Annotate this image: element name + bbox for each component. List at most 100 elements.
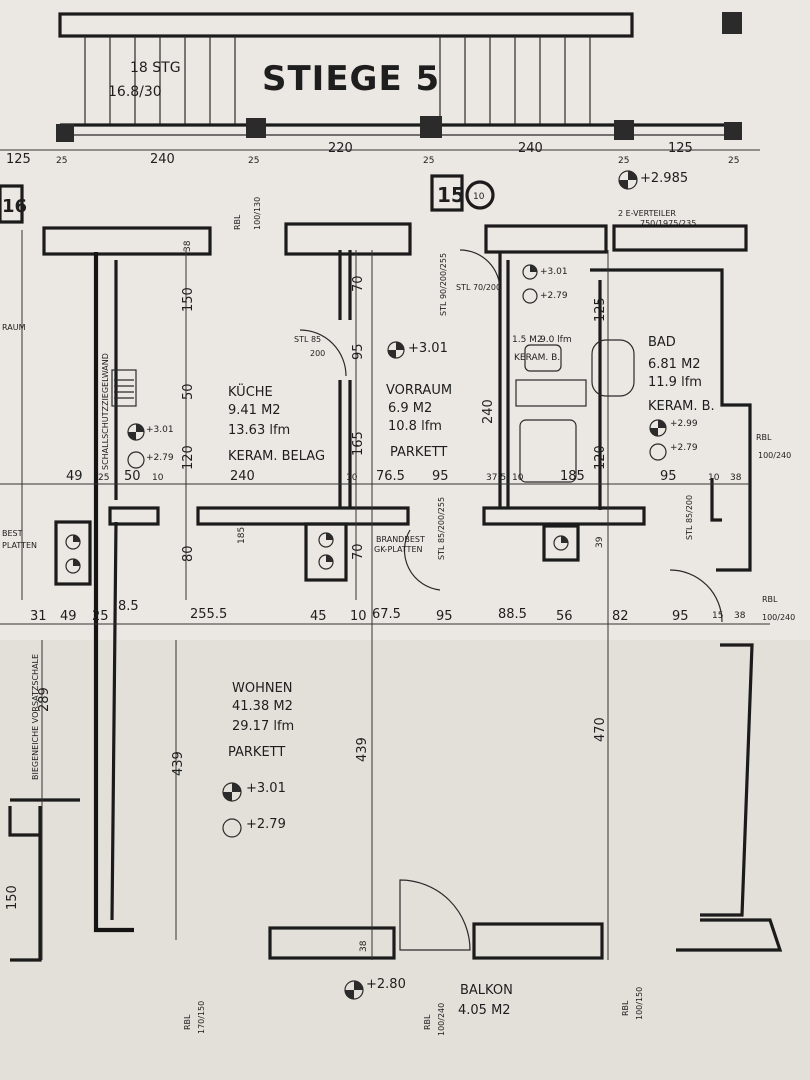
dim: 439 bbox=[355, 737, 370, 762]
neighbor-unit: 16 bbox=[2, 196, 27, 217]
dim: 76.5 bbox=[376, 469, 405, 484]
shower-tray bbox=[519, 419, 577, 483]
dim: 125 bbox=[668, 141, 693, 156]
dim: 25 bbox=[618, 156, 629, 166]
vertical-dimensions: 150 50 120 80 38 185 70 95 165 70 240 12… bbox=[5, 240, 608, 952]
dim: 240 bbox=[481, 399, 496, 424]
dim: 240 bbox=[150, 152, 175, 167]
door-swings bbox=[299, 249, 723, 951]
columns bbox=[56, 12, 742, 142]
dim: 150 bbox=[181, 287, 196, 312]
room-floor: PARKETT bbox=[390, 445, 447, 460]
column bbox=[246, 118, 266, 138]
room-vorraum: VORRAUM 6.9 M2 10.8 lfm PARKETT bbox=[386, 383, 452, 460]
dim: 439 bbox=[171, 751, 186, 776]
dim: 95 bbox=[436, 609, 453, 624]
door-label: STL 85/200/255 bbox=[437, 497, 446, 560]
unit-marker: 10 bbox=[473, 192, 485, 202]
dim: 120 bbox=[181, 445, 196, 470]
room-partial: RAUM bbox=[2, 323, 26, 332]
room-name: KÜCHE bbox=[228, 383, 273, 400]
kitchen-niche bbox=[111, 369, 137, 407]
shaft-right bbox=[542, 524, 580, 562]
washbasin bbox=[591, 339, 635, 397]
door-label: STL 85 bbox=[294, 335, 321, 344]
shaft-mid bbox=[304, 522, 348, 582]
room-floor: PARKETT bbox=[228, 745, 285, 760]
dim: 185 bbox=[560, 469, 585, 484]
unit-markers: 15 10 16 bbox=[0, 174, 495, 224]
dim: 37.5 bbox=[486, 473, 506, 483]
dim: 38 bbox=[734, 611, 746, 621]
dim: 50 bbox=[124, 469, 141, 484]
room-floor: KERAM. B. bbox=[648, 399, 715, 414]
dim: 8.5 bbox=[118, 599, 139, 614]
dim: 15 bbox=[712, 611, 723, 621]
room-perimeter: 11.9 lfm bbox=[648, 375, 702, 390]
dim: 25 bbox=[56, 156, 67, 166]
level-text: +3.01 bbox=[408, 341, 448, 356]
paper-fold-shadow bbox=[0, 640, 810, 1080]
dim: 31 bbox=[30, 609, 47, 624]
room-bad: BAD 6.81 M2 11.9 lfm KERAM. B. bbox=[648, 335, 715, 414]
unit-number-box bbox=[430, 174, 464, 212]
door-label: STL 85/200 bbox=[685, 495, 694, 540]
dim: 49 bbox=[66, 469, 83, 484]
window-label: RBL bbox=[183, 1014, 192, 1030]
room-perimeter: 29.17 lfm bbox=[232, 719, 294, 734]
dim: 88.5 bbox=[498, 607, 527, 622]
window-label: 100/240 bbox=[758, 451, 791, 460]
stair-title: STIEGE 5 bbox=[262, 59, 440, 99]
room-area: 9.41 M2 bbox=[228, 403, 281, 418]
dim: 80 bbox=[181, 545, 196, 562]
column bbox=[56, 124, 74, 142]
opening-labels: STL 85 200 STL 70/200 STL 90/200/255 STL… bbox=[2, 197, 795, 1036]
fixtures bbox=[54, 339, 635, 586]
vertical-dimension-lines bbox=[21, 230, 609, 960]
column bbox=[420, 116, 442, 138]
dim: 240 bbox=[518, 141, 543, 156]
room-area: 4.05 M2 bbox=[458, 1003, 511, 1018]
level-text: +2.79 bbox=[246, 817, 286, 832]
shaft-left bbox=[54, 520, 92, 586]
wall-label: SCHALLSCHUTZZIEGELWAND bbox=[101, 353, 110, 470]
room-name: BALKON bbox=[460, 983, 513, 998]
room-area: 41.38 M2 bbox=[232, 699, 293, 714]
dim: 10 bbox=[152, 473, 164, 483]
room-wohnen: WOHNEN 41.38 M2 29.17 lfm PARKETT bbox=[228, 681, 294, 760]
dim: 289 bbox=[37, 687, 52, 712]
stair-top-wall bbox=[58, 12, 634, 38]
note-partial: PLATTEN bbox=[2, 541, 37, 550]
dim: 240 bbox=[230, 469, 255, 484]
dim: 95 bbox=[432, 469, 449, 484]
door-label: STL 70/200 bbox=[456, 283, 501, 292]
level-markers: +3.01 +3.01 +2.79 +3.01 +2.79 +2.99 +2.7… bbox=[127, 264, 698, 1000]
level-text: +3.01 bbox=[246, 781, 286, 796]
window-label: 100/240 bbox=[762, 613, 795, 622]
dim: 25 bbox=[423, 156, 434, 166]
room-area: 6.81 M2 bbox=[648, 357, 701, 372]
window-label: 100/240 bbox=[437, 1003, 446, 1036]
top-dimensions: 125 25 240 25 220 25 240 25 125 25 bbox=[0, 141, 760, 167]
dim: 38 bbox=[359, 940, 369, 952]
wall-label: BIEGENEICHE VORSATZSCHALE bbox=[31, 654, 40, 780]
window-label: RBL bbox=[423, 1014, 432, 1030]
stair-treads bbox=[84, 36, 591, 125]
neighbor-unit-box bbox=[0, 184, 24, 224]
lower-dimensions: 31 49 25 8.5 255.5 45 10 67.5 95 88.5 56… bbox=[0, 599, 770, 625]
room-area: 1.5 M2 bbox=[512, 335, 543, 345]
toilet bbox=[524, 344, 562, 372]
dim: 39 bbox=[595, 536, 605, 548]
dim: 49 bbox=[60, 609, 77, 624]
stair-ratio: 16.8/30 bbox=[108, 84, 162, 100]
dim: 125 bbox=[593, 297, 608, 322]
room-kueche: KÜCHE 9.41 M2 13.63 lfm KERAM. BELAG bbox=[228, 383, 325, 464]
window-label: RBL bbox=[621, 1000, 630, 1016]
window-label: RBL bbox=[756, 433, 772, 442]
level-text: +2.79 bbox=[540, 291, 568, 301]
stair-steps: 18 STG bbox=[130, 60, 181, 76]
dim: 25 bbox=[92, 609, 109, 624]
dim: 10 bbox=[708, 473, 720, 483]
row-dimensions: 49 25 50 10 240 10 76.5 95 37.5 10 185 9… bbox=[0, 469, 750, 485]
